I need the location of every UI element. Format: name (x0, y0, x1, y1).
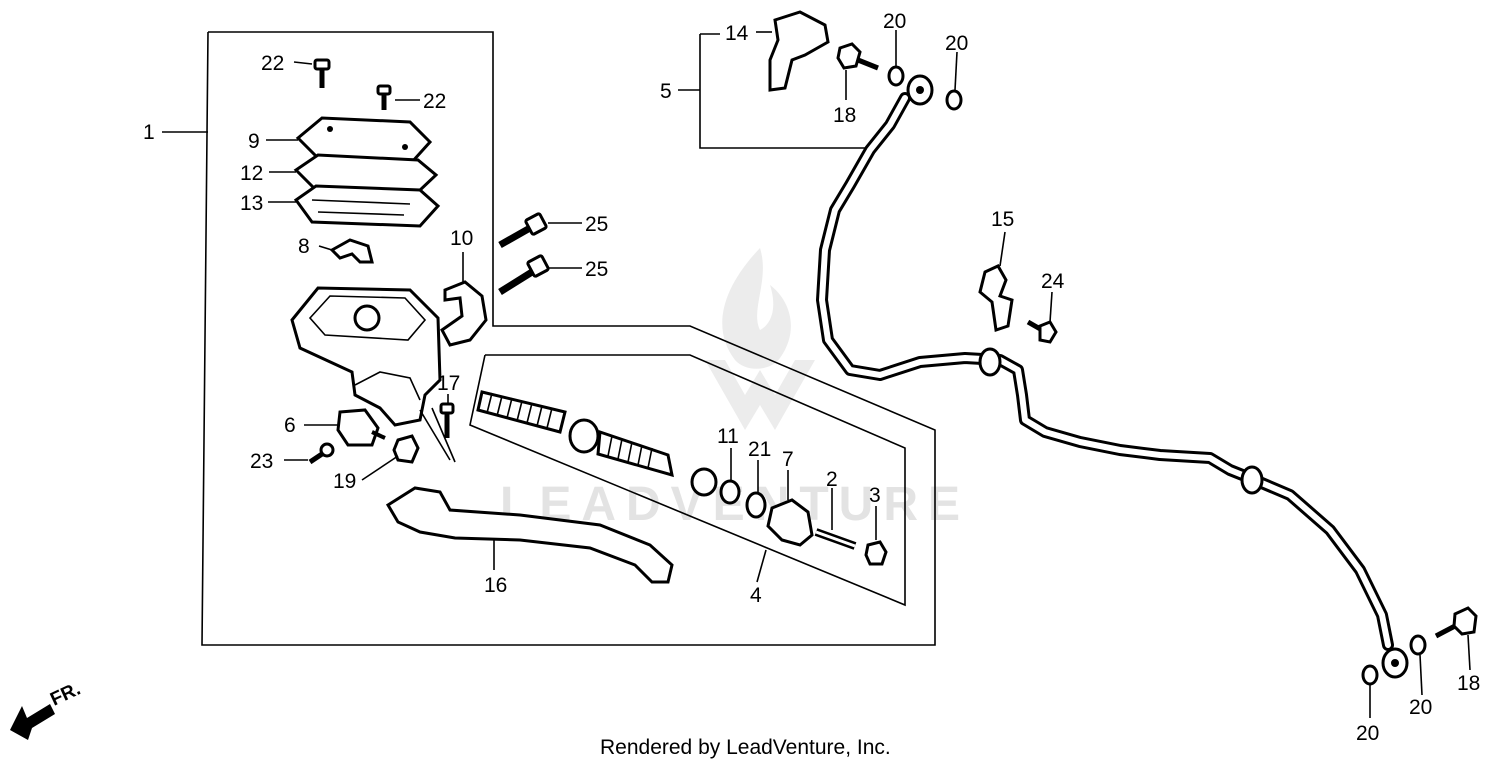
callout-18-bottom: 18 (1457, 672, 1480, 695)
holder-bolt-25-lower (498, 254, 550, 295)
clutch-hose (816, 92, 1394, 651)
callout-2: 2 (826, 468, 838, 491)
callout-25-lower: 25 (585, 258, 608, 281)
piston-set-box (469, 354, 906, 607)
hose-grommet (978, 347, 1002, 377)
watermark-flame-icon (722, 248, 791, 369)
callout-7: 7 (782, 448, 794, 471)
callout-21: 21 (748, 438, 771, 461)
footer-credit: Rendered by LeadVenture, Inc. (600, 736, 891, 759)
hose-assembly-bracket (699, 34, 865, 149)
callout-20-top-right: 20 (945, 32, 968, 55)
sealing-washer-bottom-right (1409, 634, 1427, 656)
hose-banjo-top (906, 74, 934, 106)
sealing-washer-top-right (945, 89, 963, 111)
master-cylinder-assembly-box (201, 31, 936, 646)
callout-13: 13 (240, 192, 263, 215)
callout-5: 5 (660, 80, 672, 103)
callout-11: 11 (717, 425, 739, 448)
sealing-washer-top-left (887, 65, 905, 87)
callout-16: 16 (484, 574, 507, 597)
dust-boot (766, 498, 814, 547)
switch-screw (308, 442, 335, 465)
arrow-icon (10, 704, 55, 740)
callout-19: 19 (333, 470, 356, 493)
banjo-boot (768, 10, 830, 92)
callout-22-second: 22 (423, 90, 446, 113)
callout-1: 1 (143, 121, 155, 144)
callout-6: 6 (284, 414, 296, 437)
hose-clamp (978, 264, 1014, 332)
banjo-bolt-top (836, 42, 879, 71)
callout-24: 24 (1041, 270, 1065, 293)
push-rod (814, 528, 857, 550)
callout-20-bottom-left: 20 (1356, 722, 1379, 745)
holder-bolt-25-upper (498, 212, 548, 249)
callout-3: 3 (869, 484, 881, 507)
piston-collar (690, 467, 718, 497)
hose-clip (329, 238, 374, 264)
callout-22-top: 22 (261, 52, 284, 75)
master-cylinder-body (290, 286, 442, 427)
screw-22-top (313, 58, 331, 88)
clutch-lever (385, 486, 674, 584)
watermark-v-icon (705, 360, 815, 430)
push-rod-nut (864, 540, 888, 566)
hose-grommet-lower (1240, 465, 1264, 495)
hose-banjo-bottom (1381, 647, 1409, 679)
pivot-nut (392, 434, 420, 464)
callout-8: 8 (298, 235, 310, 258)
screw-22-second (376, 84, 392, 110)
callout-9: 9 (248, 130, 260, 153)
banjo-bolt-bottom (1434, 606, 1478, 639)
circlip-21 (745, 491, 767, 519)
callout-20-top-left: 20 (883, 10, 906, 33)
sealing-washer-bottom-left (1361, 664, 1379, 686)
callout-18-top: 18 (833, 104, 856, 127)
callout-10: 10 (450, 227, 473, 250)
clutch-switch (336, 408, 380, 447)
washer-11 (719, 479, 741, 505)
callout-23: 23 (250, 450, 273, 473)
piston-spring (476, 390, 567, 434)
piston-cup (568, 418, 600, 454)
clamp-bolt (1026, 319, 1058, 344)
callout-4: 4 (750, 584, 762, 607)
callout-20-bottom-right: 20 (1409, 696, 1432, 719)
front-label: FR. (47, 679, 84, 711)
callout-17: 17 (437, 372, 460, 395)
callout-14: 14 (725, 22, 749, 45)
callout-15: 15 (991, 208, 1014, 231)
front-direction-indicator: FR. (10, 679, 84, 740)
lever-holder (440, 280, 488, 347)
piston (596, 429, 674, 478)
callout-12: 12 (240, 162, 263, 185)
pivot-bolt (439, 402, 455, 438)
reservoir-diaphragm (293, 184, 441, 228)
callout-25-upper: 25 (585, 213, 608, 236)
